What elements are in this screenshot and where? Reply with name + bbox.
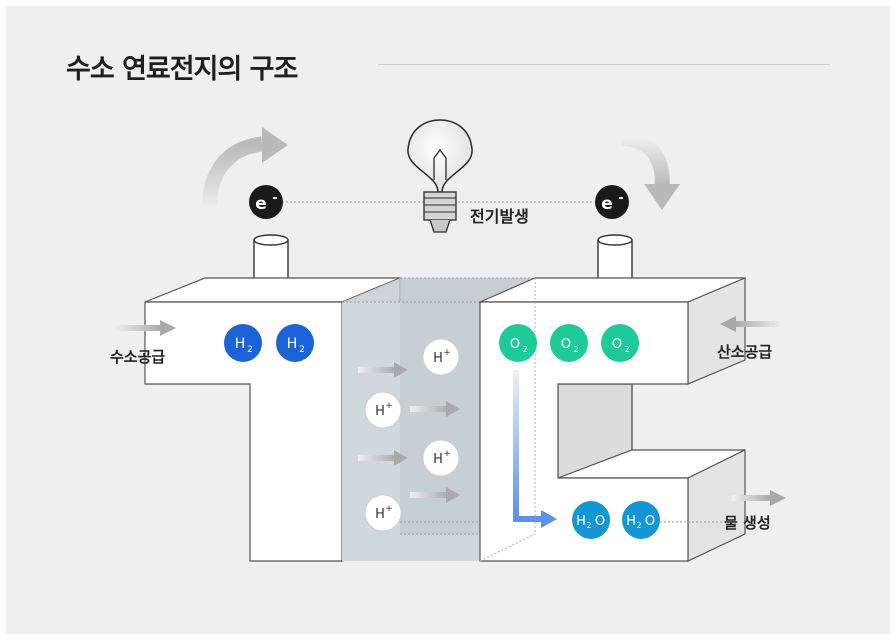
svg-text:H: H bbox=[235, 336, 246, 352]
hydrogen-molecule: H 2 bbox=[276, 324, 314, 362]
svg-text:2: 2 bbox=[636, 521, 641, 530]
svg-text:H: H bbox=[287, 336, 298, 352]
svg-text:H: H bbox=[626, 514, 636, 529]
light-bulb-icon bbox=[407, 119, 473, 233]
svg-text:2: 2 bbox=[586, 521, 591, 530]
svg-text:H: H bbox=[375, 507, 385, 522]
svg-text:O: O bbox=[510, 337, 520, 352]
water-output-arrow bbox=[732, 490, 786, 506]
hydrogen-molecule: H 2 bbox=[224, 324, 262, 362]
svg-text:2: 2 bbox=[573, 345, 578, 354]
water-molecule: H 2 O bbox=[622, 501, 660, 539]
electron-flow-arrow-right bbox=[621, 130, 680, 210]
svg-text:O: O bbox=[645, 514, 655, 529]
cathode-block bbox=[479, 277, 746, 562]
page-title: 수소 연료전지의 구조 bbox=[66, 54, 298, 85]
oxygen-molecule: O 2 bbox=[499, 324, 537, 362]
title-divider bbox=[378, 64, 830, 65]
oxygen-molecule: O 2 bbox=[601, 324, 639, 362]
proton: H + bbox=[364, 494, 402, 532]
oxygen-supply-arrow bbox=[720, 316, 782, 332]
svg-text:2: 2 bbox=[299, 345, 305, 355]
svg-text:-: - bbox=[618, 191, 623, 206]
electron-cathode: e - bbox=[595, 185, 629, 219]
svg-text:2: 2 bbox=[247, 345, 253, 355]
svg-text:2: 2 bbox=[624, 345, 629, 354]
svg-text:+: + bbox=[443, 449, 451, 459]
svg-text:O: O bbox=[612, 337, 622, 352]
svg-text:+: + bbox=[385, 504, 393, 514]
electron-flow-arrow-left bbox=[202, 127, 288, 211]
oxygen-supply-label: 산소공급 bbox=[717, 343, 772, 361]
svg-text:+: + bbox=[385, 401, 393, 411]
svg-text:+: + bbox=[443, 348, 451, 358]
hydrogen-supply-label: 수소공급 bbox=[110, 348, 165, 366]
svg-text:-: - bbox=[272, 191, 277, 206]
svg-text:e: e bbox=[255, 194, 267, 214]
oxygen-to-water-arrow bbox=[513, 370, 557, 528]
proton: H + bbox=[422, 439, 460, 477]
water-generation-label: 물 생성 bbox=[724, 514, 771, 532]
svg-text:O: O bbox=[595, 514, 605, 529]
svg-text:2: 2 bbox=[522, 345, 527, 354]
svg-text:H: H bbox=[433, 452, 443, 467]
electricity-label: 전기발생 bbox=[470, 207, 529, 226]
svg-text:e: e bbox=[601, 194, 613, 214]
water-molecule: H 2 O bbox=[572, 501, 610, 539]
svg-text:H: H bbox=[433, 351, 443, 366]
oxygen-molecule: O 2 bbox=[550, 324, 588, 362]
svg-text:H: H bbox=[375, 404, 385, 419]
hydrogen-supply-arrow bbox=[114, 320, 176, 336]
proton-flow-arrows bbox=[358, 362, 460, 503]
svg-text:O: O bbox=[561, 337, 571, 352]
proton: H + bbox=[422, 338, 460, 376]
proton: H + bbox=[364, 391, 402, 429]
svg-text:H: H bbox=[576, 514, 586, 529]
electron-anode: e - bbox=[249, 185, 283, 219]
